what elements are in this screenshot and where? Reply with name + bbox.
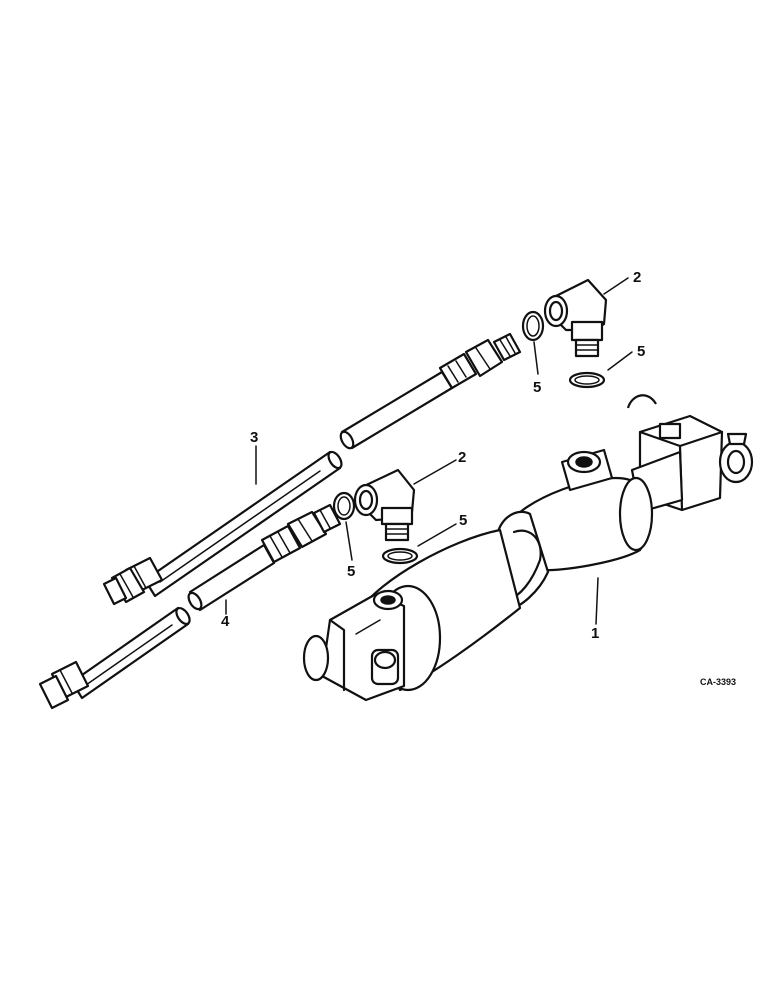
callout-oring-upper-a: 5 [533,379,541,396]
hose-4 [38,503,342,710]
hose-3 [102,332,522,606]
callout-oring-upper-b: 5 [637,343,645,360]
callout-cylinder: 1 [591,625,599,642]
callout-oring-lower-a: 5 [347,563,355,580]
callout-hose-short: 4 [221,613,230,630]
callout-hose-long: 3 [250,429,258,446]
elbow-fitting-upper [543,278,608,358]
elbow-fitting-lower [353,468,416,542]
leader-lines [225,277,633,625]
callout-oring-lower-b: 5 [459,512,467,529]
callout-elbow-lower: 2 [458,449,466,466]
hydraulic-cylinder [302,394,754,702]
figure-code: CA-3393 [700,677,736,687]
callout-elbow-upper: 2 [633,269,641,286]
o-rings [332,310,606,565]
